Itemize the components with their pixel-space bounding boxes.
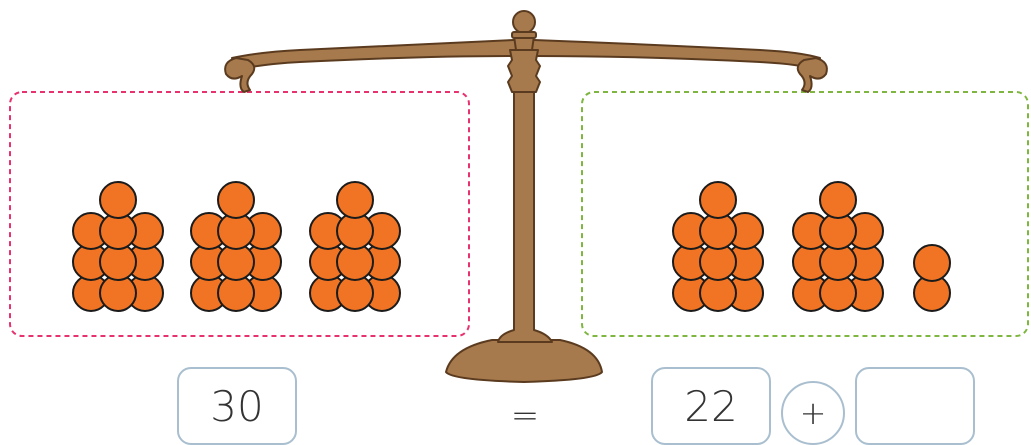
answer-box[interactable] [855, 367, 975, 445]
scale-hub [508, 50, 540, 92]
counter [700, 182, 736, 218]
scale-base [446, 340, 602, 382]
left-value: 30 [210, 382, 263, 431]
left-pan-counters [73, 182, 400, 311]
scale-finial [513, 11, 535, 33]
right-value: 22 [684, 382, 737, 431]
right-pan-counters [673, 182, 950, 311]
scale-post [498, 92, 552, 342]
scale-finial-collar [512, 32, 536, 38]
equals-sign: = [505, 392, 545, 440]
counter [914, 245, 950, 281]
counter [100, 182, 136, 218]
beam-right-end [798, 58, 827, 92]
right-value-box: 22 [651, 367, 771, 445]
plus-sign-circle: + [781, 381, 845, 445]
counter [337, 182, 373, 218]
counter [820, 182, 856, 218]
plus-sign: + [800, 394, 827, 432]
beam-left-end [225, 58, 254, 92]
counter [218, 182, 254, 218]
left-value-box: 30 [177, 367, 297, 445]
